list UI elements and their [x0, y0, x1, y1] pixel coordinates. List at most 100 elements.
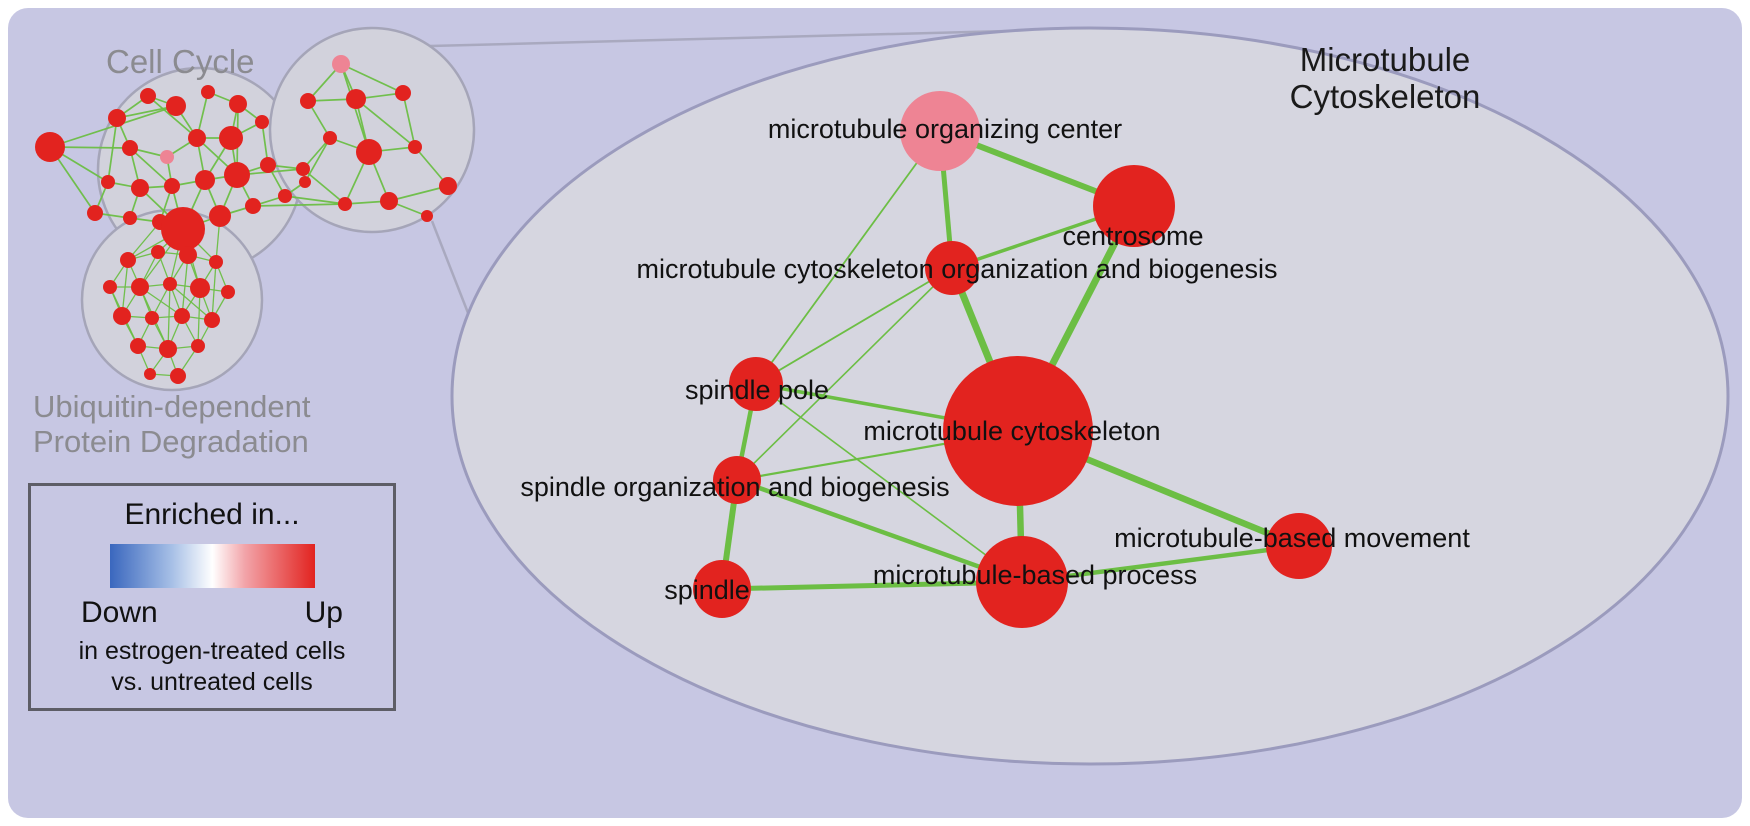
overview-node	[201, 85, 215, 99]
overview-node	[204, 312, 220, 328]
legend-caption-line2: vs. untreated cells	[111, 668, 313, 697]
magnified-node-sob	[713, 456, 761, 504]
overview-node	[219, 126, 243, 150]
legend-box: Enriched in... Down Up in estrogen-treat…	[28, 483, 396, 711]
node-label-cen: centrosome	[1062, 221, 1203, 251]
overview-node	[191, 339, 205, 353]
overview-node	[356, 139, 382, 165]
overview-edge	[252, 203, 346, 207]
overview-node	[87, 205, 103, 221]
overview-node	[188, 129, 206, 147]
magnified-cluster-ellipse	[450, 26, 1730, 766]
legend-down-label: Down	[81, 596, 158, 629]
overview-node	[380, 192, 398, 210]
overview-node	[221, 285, 235, 299]
magnified-edge-mbp-mbm	[1021, 543, 1300, 585]
overview-node	[299, 176, 311, 188]
overview-edge	[116, 105, 177, 119]
overview-node	[209, 205, 231, 227]
node-label-moc: microtubule organizing center	[768, 114, 1122, 144]
cluster-title-ubiquitin-line2: Protein Degradation	[33, 423, 309, 459]
node-label-spole: spindle pole	[685, 375, 829, 405]
overview-node	[245, 198, 261, 214]
node-label-mcob: microtubule cytoskeleton organization an…	[637, 254, 1278, 284]
overview-node	[123, 211, 137, 225]
magnified-node-mcob	[925, 241, 979, 295]
overview-node	[163, 277, 177, 291]
overview-node	[120, 252, 136, 268]
overview-edge	[169, 283, 213, 321]
cluster-title-ubiquitin: Ubiquitin-dependent Protein Degradation	[33, 389, 311, 459]
overview-node	[164, 178, 180, 194]
overview-node	[229, 95, 247, 113]
overview-edge	[388, 185, 449, 202]
overview-edge	[127, 221, 161, 261]
legend-up-label: Up	[304, 596, 343, 629]
node-label-mbm: microtubule-based movement	[1114, 523, 1470, 553]
magnified-node-mcsk	[943, 356, 1093, 506]
magnified-node-mbp	[976, 536, 1068, 628]
node-label-mbp: microtubule-based process	[873, 560, 1197, 590]
magnified-node-moc	[900, 91, 980, 171]
overview-node	[103, 280, 117, 294]
overview-node	[323, 131, 337, 145]
overview-edge	[284, 195, 346, 205]
overview-node	[159, 340, 177, 358]
overview-node	[166, 96, 186, 116]
magnified-edge-mcob-spole	[755, 267, 953, 385]
overview-edge	[181, 254, 189, 317]
overview-cluster-circle-microtubule-cytoskeleton	[268, 26, 476, 234]
overview-node	[113, 307, 131, 325]
overview-node	[179, 246, 197, 264]
zoom-callout-line	[430, 220, 472, 319]
overview-node	[296, 162, 310, 176]
legend-scale-row: Down Up	[81, 596, 343, 630]
overview-node	[255, 115, 269, 129]
magnified-node-spole	[729, 357, 783, 411]
overview-node	[161, 207, 205, 251]
overview-edge	[107, 117, 118, 183]
overview-node	[144, 368, 156, 380]
overview-node	[395, 85, 411, 101]
overview-node	[224, 162, 250, 188]
overview-edge	[49, 105, 177, 148]
overview-edge	[211, 261, 217, 321]
cluster-title-microtubule-line1: Microtubule	[1299, 41, 1471, 78]
overview-node	[170, 368, 186, 384]
overview-node	[260, 157, 276, 173]
magnified-edge-moc-spole	[755, 130, 941, 385]
overview-edge	[121, 259, 129, 317]
overview-node	[190, 278, 210, 298]
magnified-edge-spole-mbp	[755, 383, 1023, 583]
legend-title: Enriched in...	[124, 498, 300, 531]
overview-edge	[302, 168, 346, 205]
node-label-mcsk: microtubule cytoskeleton	[863, 416, 1160, 446]
overview-node	[131, 278, 149, 296]
overview-node	[346, 89, 366, 109]
magnified-edge-sob-mbp	[736, 477, 1023, 585]
overview-node	[151, 245, 165, 259]
legend-caption: in estrogen-treated cells vs. untreated …	[41, 636, 383, 699]
legend-gradient-bar	[109, 544, 315, 588]
cluster-title-cell-cycle: Cell Cycle	[106, 43, 255, 80]
node-label-spin: spindle	[664, 575, 750, 605]
overview-node	[160, 150, 174, 164]
overview-node	[338, 197, 352, 211]
zoom-callout-line	[429, 27, 1086, 48]
overview-node	[130, 338, 146, 354]
overview-edge	[355, 98, 416, 148]
overview-node	[131, 179, 149, 197]
overview-node	[195, 170, 215, 190]
cluster-title-microtubule-line2: Cytoskeleton	[1289, 77, 1481, 115]
overview-edge	[340, 63, 404, 94]
overview-edge	[147, 95, 198, 139]
cluster-title-ubiquitin-line1: Ubiquitin-dependent	[33, 389, 311, 424]
magnified-node-cen	[1093, 165, 1175, 247]
overview-node	[35, 132, 65, 162]
overview-node	[122, 140, 138, 156]
cluster-title-microtubule: Microtubule Cytoskeleton	[1270, 41, 1500, 116]
overview-node	[278, 189, 292, 203]
overview-edge	[167, 283, 171, 350]
